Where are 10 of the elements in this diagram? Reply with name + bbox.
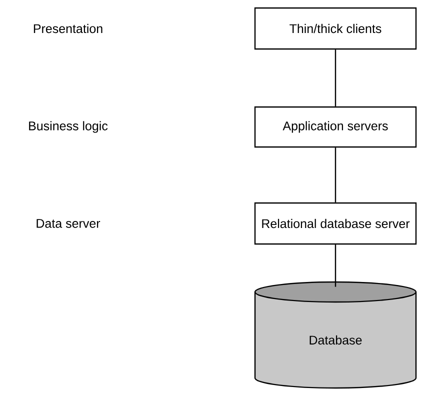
process-box: Application servers bbox=[254, 106, 417, 148]
connector-line bbox=[334, 50, 336, 106]
tier-label: Presentation bbox=[34, 24, 102, 34]
tier-label: Business logic bbox=[29, 121, 108, 133]
process-box: Thin/thick clients bbox=[254, 7, 417, 50]
database-cylinder: Database bbox=[254, 281, 417, 389]
connector-line bbox=[334, 148, 336, 202]
process-box: Relational database server bbox=[254, 202, 417, 245]
tier-label: Data server bbox=[36, 219, 100, 228]
connector-line bbox=[334, 244, 336, 287]
